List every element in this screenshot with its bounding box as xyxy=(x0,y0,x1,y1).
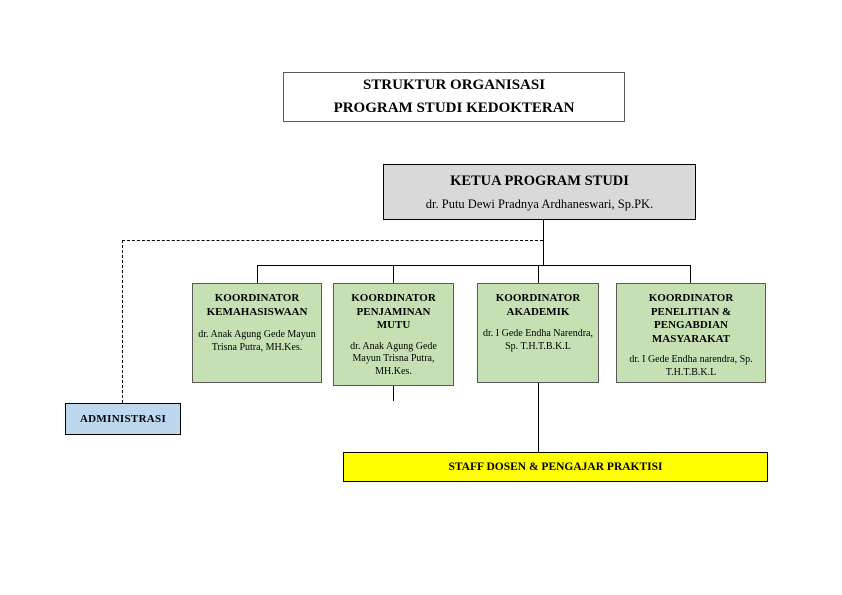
ketua-title: KETUA PROGRAM STUDI xyxy=(450,172,629,189)
koordinator-box-penelitian-pengabdian: KOORDINATOR PENELITIAN & PENGABDIAN MASY… xyxy=(616,283,766,383)
koordinator-name: dr. Anak Agung Gede Mayun Trisna Putra, … xyxy=(198,329,316,353)
connector-stub-penelitian xyxy=(690,265,691,283)
koordinator-box-akademik: KOORDINATOR AKADEMIK dr. I Gede Endha Na… xyxy=(477,283,599,383)
administrasi-label: ADMINISTRASI xyxy=(79,413,167,425)
koordinator-name: dr. I Gede Endha Narendra, Sp. T.H.T.B.K… xyxy=(483,328,593,352)
koordinator-name: dr. Anak Agung Gede Mayun Trisna Putra, … xyxy=(350,340,437,377)
ketua-box: KETUA PROGRAM STUDI dr. Putu Dewi Pradny… xyxy=(383,164,696,220)
connector-mutu-down-stub xyxy=(393,386,394,401)
connector-dashed-vertical xyxy=(122,240,123,403)
chart-title-line2: PROGRAM STUDI KEDOKTERAN xyxy=(333,100,575,116)
koordinator-title: KOORDINATOR PENJAMINAN MUTU xyxy=(351,292,436,331)
connector-akademik-to-staff-line xyxy=(538,383,539,452)
koordinator-name: dr. I Gede Endha narendra, Sp. T.H.T.B.K… xyxy=(629,354,753,378)
koordinator-title: KOORDINATOR AKADEMIK xyxy=(495,292,581,318)
koordinator-box-kemahasiswaan: KOORDINATOR KEMAHASISWAAN dr. Anak Agung… xyxy=(192,283,322,383)
staff-label: STAFF DOSEN & PENGAJAR PRAKTISI xyxy=(448,461,663,473)
connector-stub-penjaminan-mutu xyxy=(393,265,394,283)
staff-box: STAFF DOSEN & PENGAJAR PRAKTISI xyxy=(343,452,768,482)
connector-stub-akademik xyxy=(538,265,539,283)
connector-ketua-down-line xyxy=(543,220,544,265)
connector-dashed-horizontal xyxy=(122,240,543,241)
ketua-name: dr. Putu Dewi Pradnya Ardhaneswari, Sp.P… xyxy=(425,196,654,211)
koordinator-box-penjaminan-mutu: KOORDINATOR PENJAMINAN MUTU dr. Anak Agu… xyxy=(333,283,454,386)
chart-title-line1: STRUKTUR ORGANISASI xyxy=(362,77,546,93)
administrasi-box: ADMINISTRASI xyxy=(65,403,181,435)
connector-stub-kemahasiswaan xyxy=(257,265,258,283)
koordinator-title: KOORDINATOR KEMAHASISWAAN xyxy=(206,292,308,318)
connector-horizontal-line xyxy=(257,265,691,266)
koordinator-title: KOORDINATOR PENELITIAN & PENGABDIAN MASY… xyxy=(648,292,734,345)
chart-title-box: STRUKTUR ORGANISASI PROGRAM STUDI KEDOKT… xyxy=(283,72,625,122)
